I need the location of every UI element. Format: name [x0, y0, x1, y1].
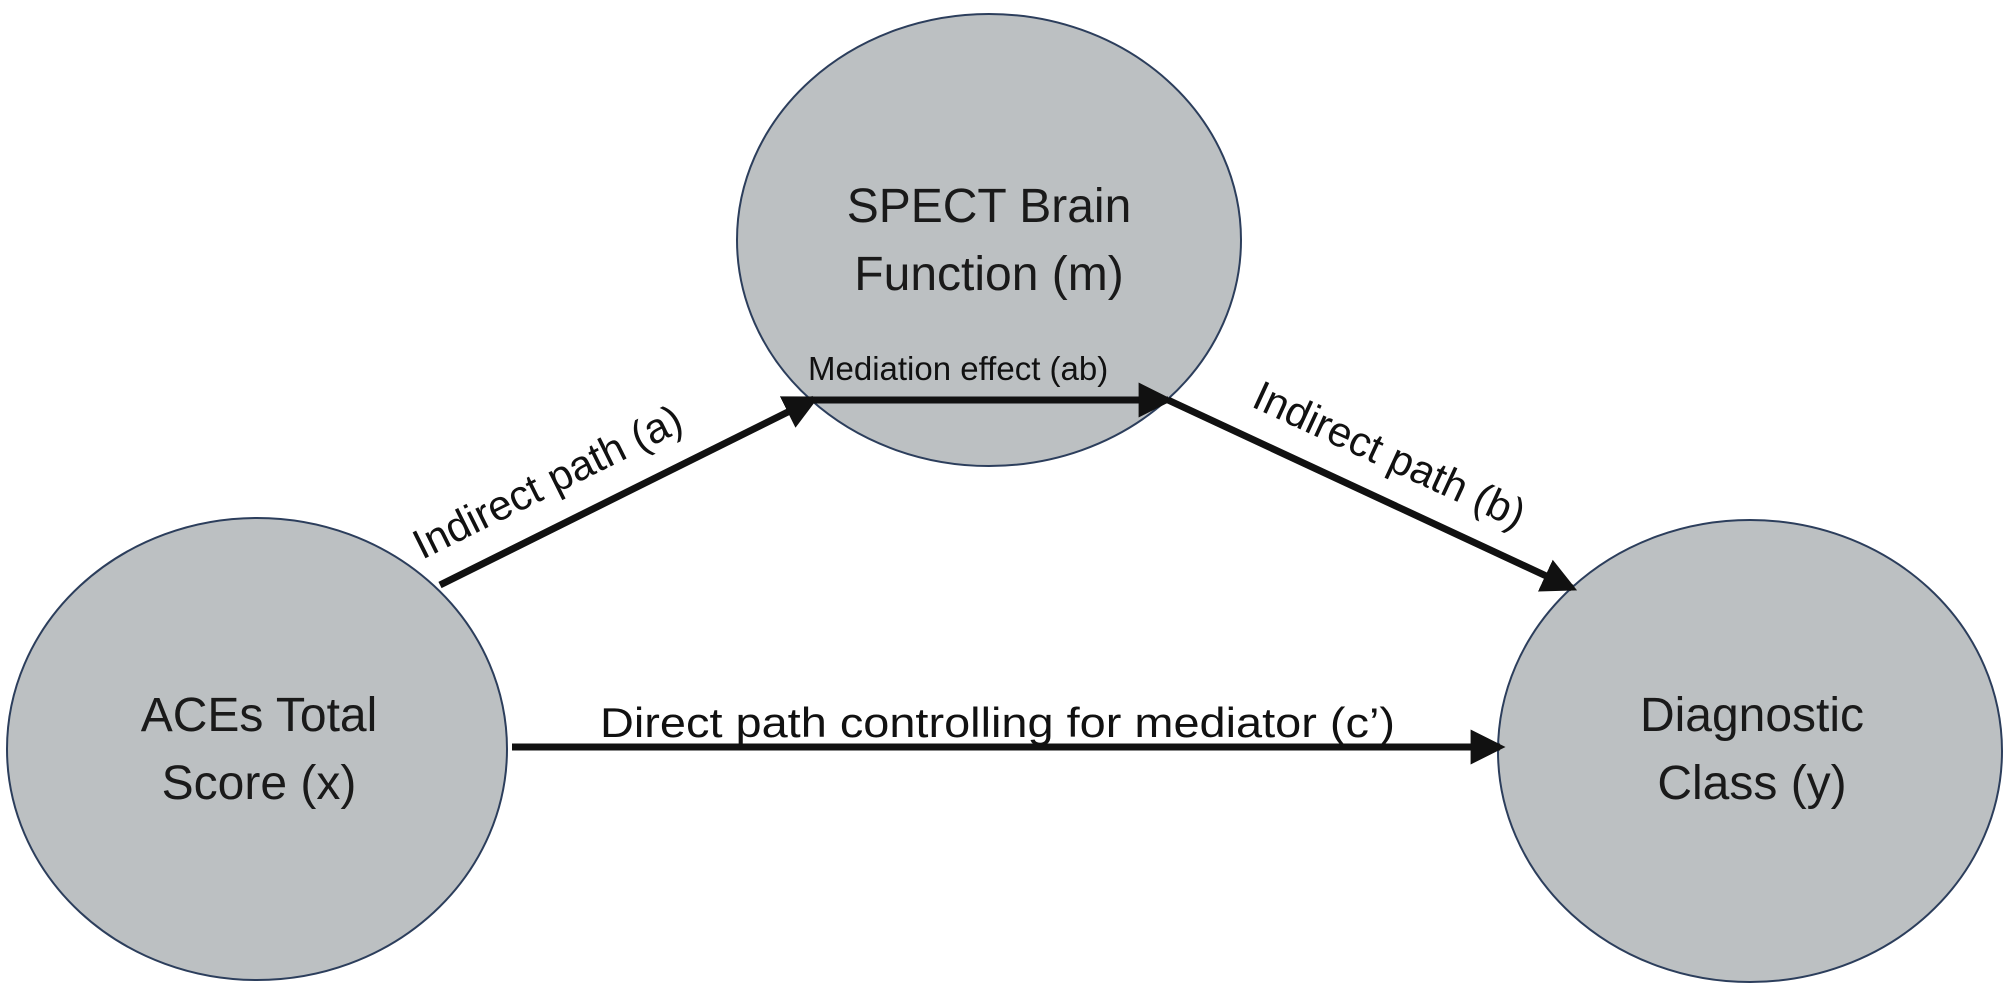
predictor-ellipse	[6, 517, 508, 981]
direct-path-edge: Direct path controlling for mediator (c’…	[512, 699, 1506, 765]
mediator-node: SPECT Brain Function (m)	[736, 13, 1242, 467]
mediator-label-line1: SPECT Brain	[847, 180, 1132, 233]
indirect-path-b-edge: Indirect path (b)	[1166, 372, 1578, 592]
mediator-ellipse	[736, 13, 1242, 467]
mediation-effect-edge: Mediation effect (ab)	[808, 350, 1174, 418]
mediator-label-line2: Function (m)	[854, 248, 1123, 301]
outcome-ellipse	[1497, 519, 2003, 983]
predictor-label-line1: ACEs Total	[141, 689, 378, 742]
indirect-path-a-arrow	[438, 395, 820, 589]
direct-path-label: Direct path controlling for mediator (c’…	[600, 699, 1395, 746]
mediation-effect-label: Mediation effect (ab)	[808, 350, 1108, 387]
indirect-path-b-arrow	[1166, 396, 1578, 592]
indirect-path-a-edge: Indirect path (a)	[405, 395, 820, 589]
outcome-node: Diagnostic Class (y)	[1497, 519, 2003, 983]
predictor-node: ACEs Total Score (x)	[6, 517, 508, 981]
outcome-label-line1: Diagnostic	[1640, 689, 1864, 742]
outcome-label-line2: Class (y)	[1657, 757, 1846, 810]
predictor-label-line2: Score (x)	[162, 757, 357, 810]
